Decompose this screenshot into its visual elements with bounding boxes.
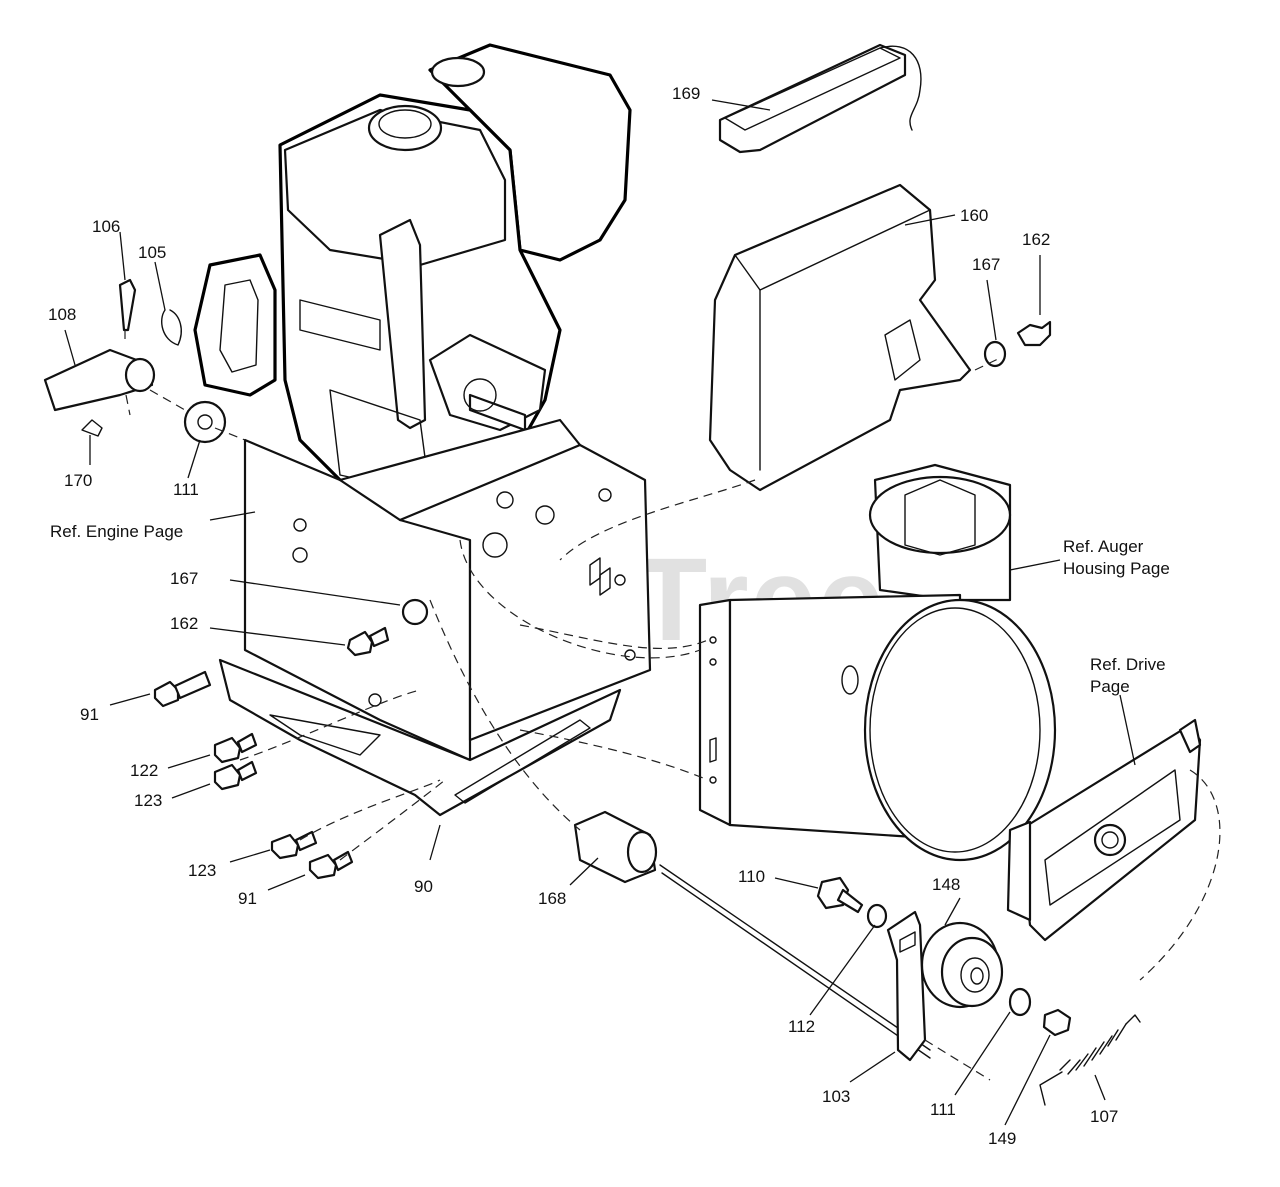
ref-drive-line2: Page xyxy=(1090,677,1130,696)
callout-107: 107 xyxy=(1090,1107,1118,1126)
ref-engine-page: Ref. Engine Page xyxy=(50,522,183,541)
callout-122: 122 xyxy=(130,761,158,780)
callout-168: 168 xyxy=(538,889,566,908)
callout-162-mid: 162 xyxy=(170,614,198,633)
drive-bracket xyxy=(1006,718,1202,942)
callout-110: 110 xyxy=(738,867,765,886)
frame-assembly xyxy=(218,418,652,817)
callout-108: 108 xyxy=(48,305,76,324)
callout-106: 106 xyxy=(92,217,120,236)
callout-103: 103 xyxy=(822,1087,850,1106)
hardware-left xyxy=(43,278,1052,880)
alignment-lines xyxy=(124,330,1221,1081)
callout-170: 170 xyxy=(64,471,92,490)
callout-111-right: 111 xyxy=(930,1100,956,1119)
callout-149: 149 xyxy=(988,1129,1016,1148)
callout-105: 105 xyxy=(138,243,166,262)
callout-91-left: 91 xyxy=(80,705,99,724)
callout-169: 169 xyxy=(672,84,700,103)
reference-labels: Ref. Engine Page Ref. Auger Housing Page… xyxy=(50,522,1170,696)
callout-148: 148 xyxy=(932,875,960,894)
callout-112: 112 xyxy=(788,1017,815,1036)
callout-111-left: 111 xyxy=(173,480,199,499)
callout-167-mid: 167 xyxy=(170,569,198,588)
belt-cover-160 xyxy=(708,183,972,492)
ref-drive-line1: Ref. Drive xyxy=(1090,655,1166,674)
callout-160: 160 xyxy=(960,206,988,225)
callout-labels: 169 160 167 162 106 105 108 170 111 167 … xyxy=(48,84,1118,1148)
auger-housing xyxy=(698,463,1057,862)
drive-parts xyxy=(573,810,1141,1106)
callout-91-lower: 91 xyxy=(238,889,257,908)
callout-90: 90 xyxy=(414,877,433,896)
callout-123-lower: 123 xyxy=(188,861,216,880)
callout-167-top: 167 xyxy=(972,255,1000,274)
ref-auger-line1: Ref. Auger xyxy=(1063,537,1144,556)
belt-cover-top-169 xyxy=(718,43,922,154)
callout-162-top: 162 xyxy=(1022,230,1050,249)
leader-lines xyxy=(64,99,1136,1126)
callout-123-upper: 123 xyxy=(134,791,162,810)
engine-illustration xyxy=(193,43,632,502)
ref-auger-line2: Housing Page xyxy=(1063,559,1170,578)
